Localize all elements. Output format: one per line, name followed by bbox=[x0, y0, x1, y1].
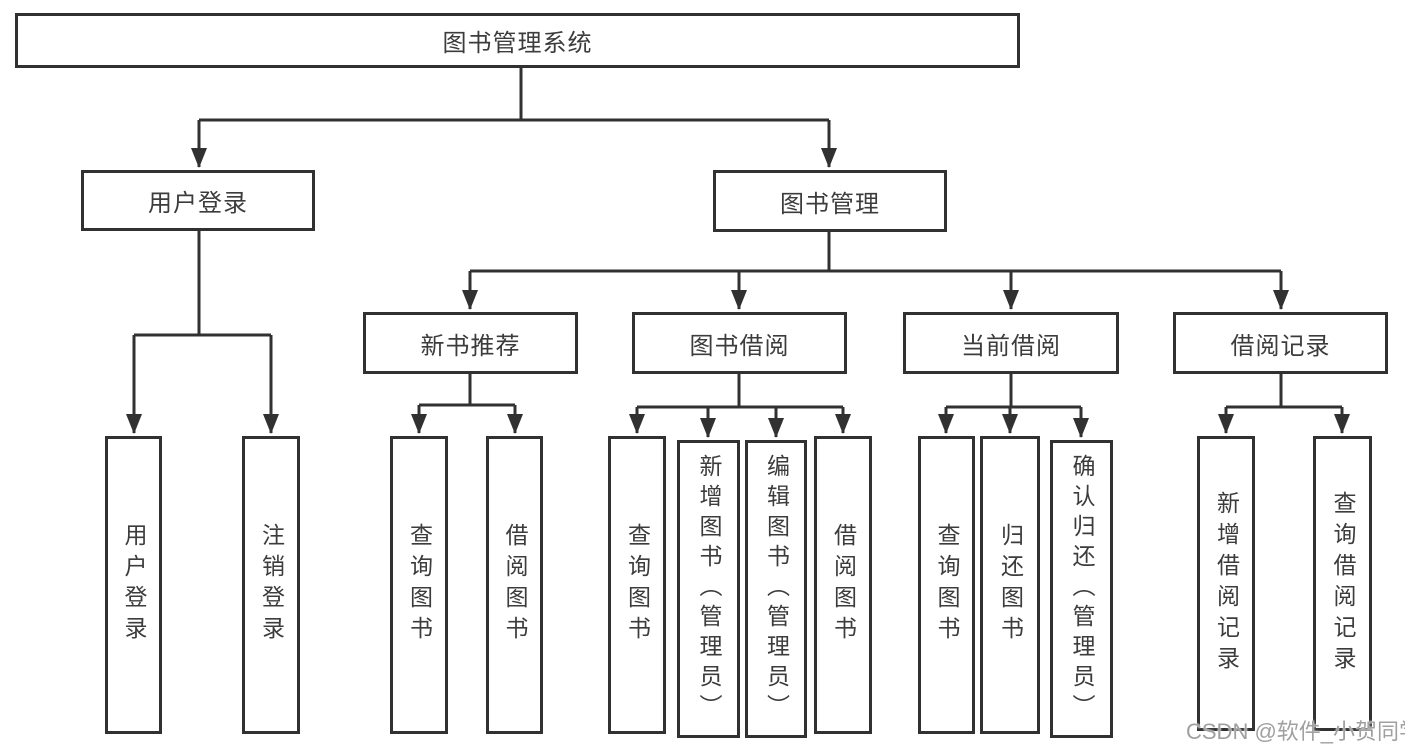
leaf-current-query-books: 查询图书 bbox=[918, 436, 975, 734]
node-user-login: 用户登录 bbox=[81, 170, 315, 231]
leaf-user-login: 用户登录 bbox=[105, 436, 162, 734]
leaf-borrow-add-books-admin: 新增图书（管理员） bbox=[677, 440, 740, 738]
node-library-management-system: 图书管理系统 bbox=[15, 13, 1020, 68]
leaf-records-add-record: 新增借阅记录 bbox=[1197, 436, 1255, 731]
leaf-recommend-borrow-books: 借阅图书 bbox=[486, 436, 543, 734]
leaf-current-confirm-return-admin: 确认归还（管理员） bbox=[1050, 440, 1113, 738]
leaf-records-query-record: 查询借阅记录 bbox=[1313, 436, 1372, 731]
node-book-borrow: 图书借阅 bbox=[632, 312, 847, 374]
leaf-recommend-query-books: 查询图书 bbox=[390, 436, 448, 734]
leaf-borrow-query-books: 查询图书 bbox=[608, 436, 666, 734]
csdn-watermark: CSDN @软件_小贺同学 bbox=[1186, 719, 1405, 744]
leaf-logout-login: 注销登录 bbox=[242, 436, 300, 734]
leaf-current-return-books: 归还图书 bbox=[980, 436, 1040, 734]
node-borrow-records: 借阅记录 bbox=[1173, 312, 1388, 374]
leaf-borrow-borrow-books: 借阅图书 bbox=[814, 436, 872, 734]
node-new-book-recommend: 新书推荐 bbox=[363, 312, 578, 374]
node-book-management: 图书管理 bbox=[713, 170, 947, 232]
leaf-borrow-edit-books-admin: 编辑图书（管理员） bbox=[745, 440, 807, 738]
node-current-borrow: 当前借阅 bbox=[903, 312, 1119, 374]
